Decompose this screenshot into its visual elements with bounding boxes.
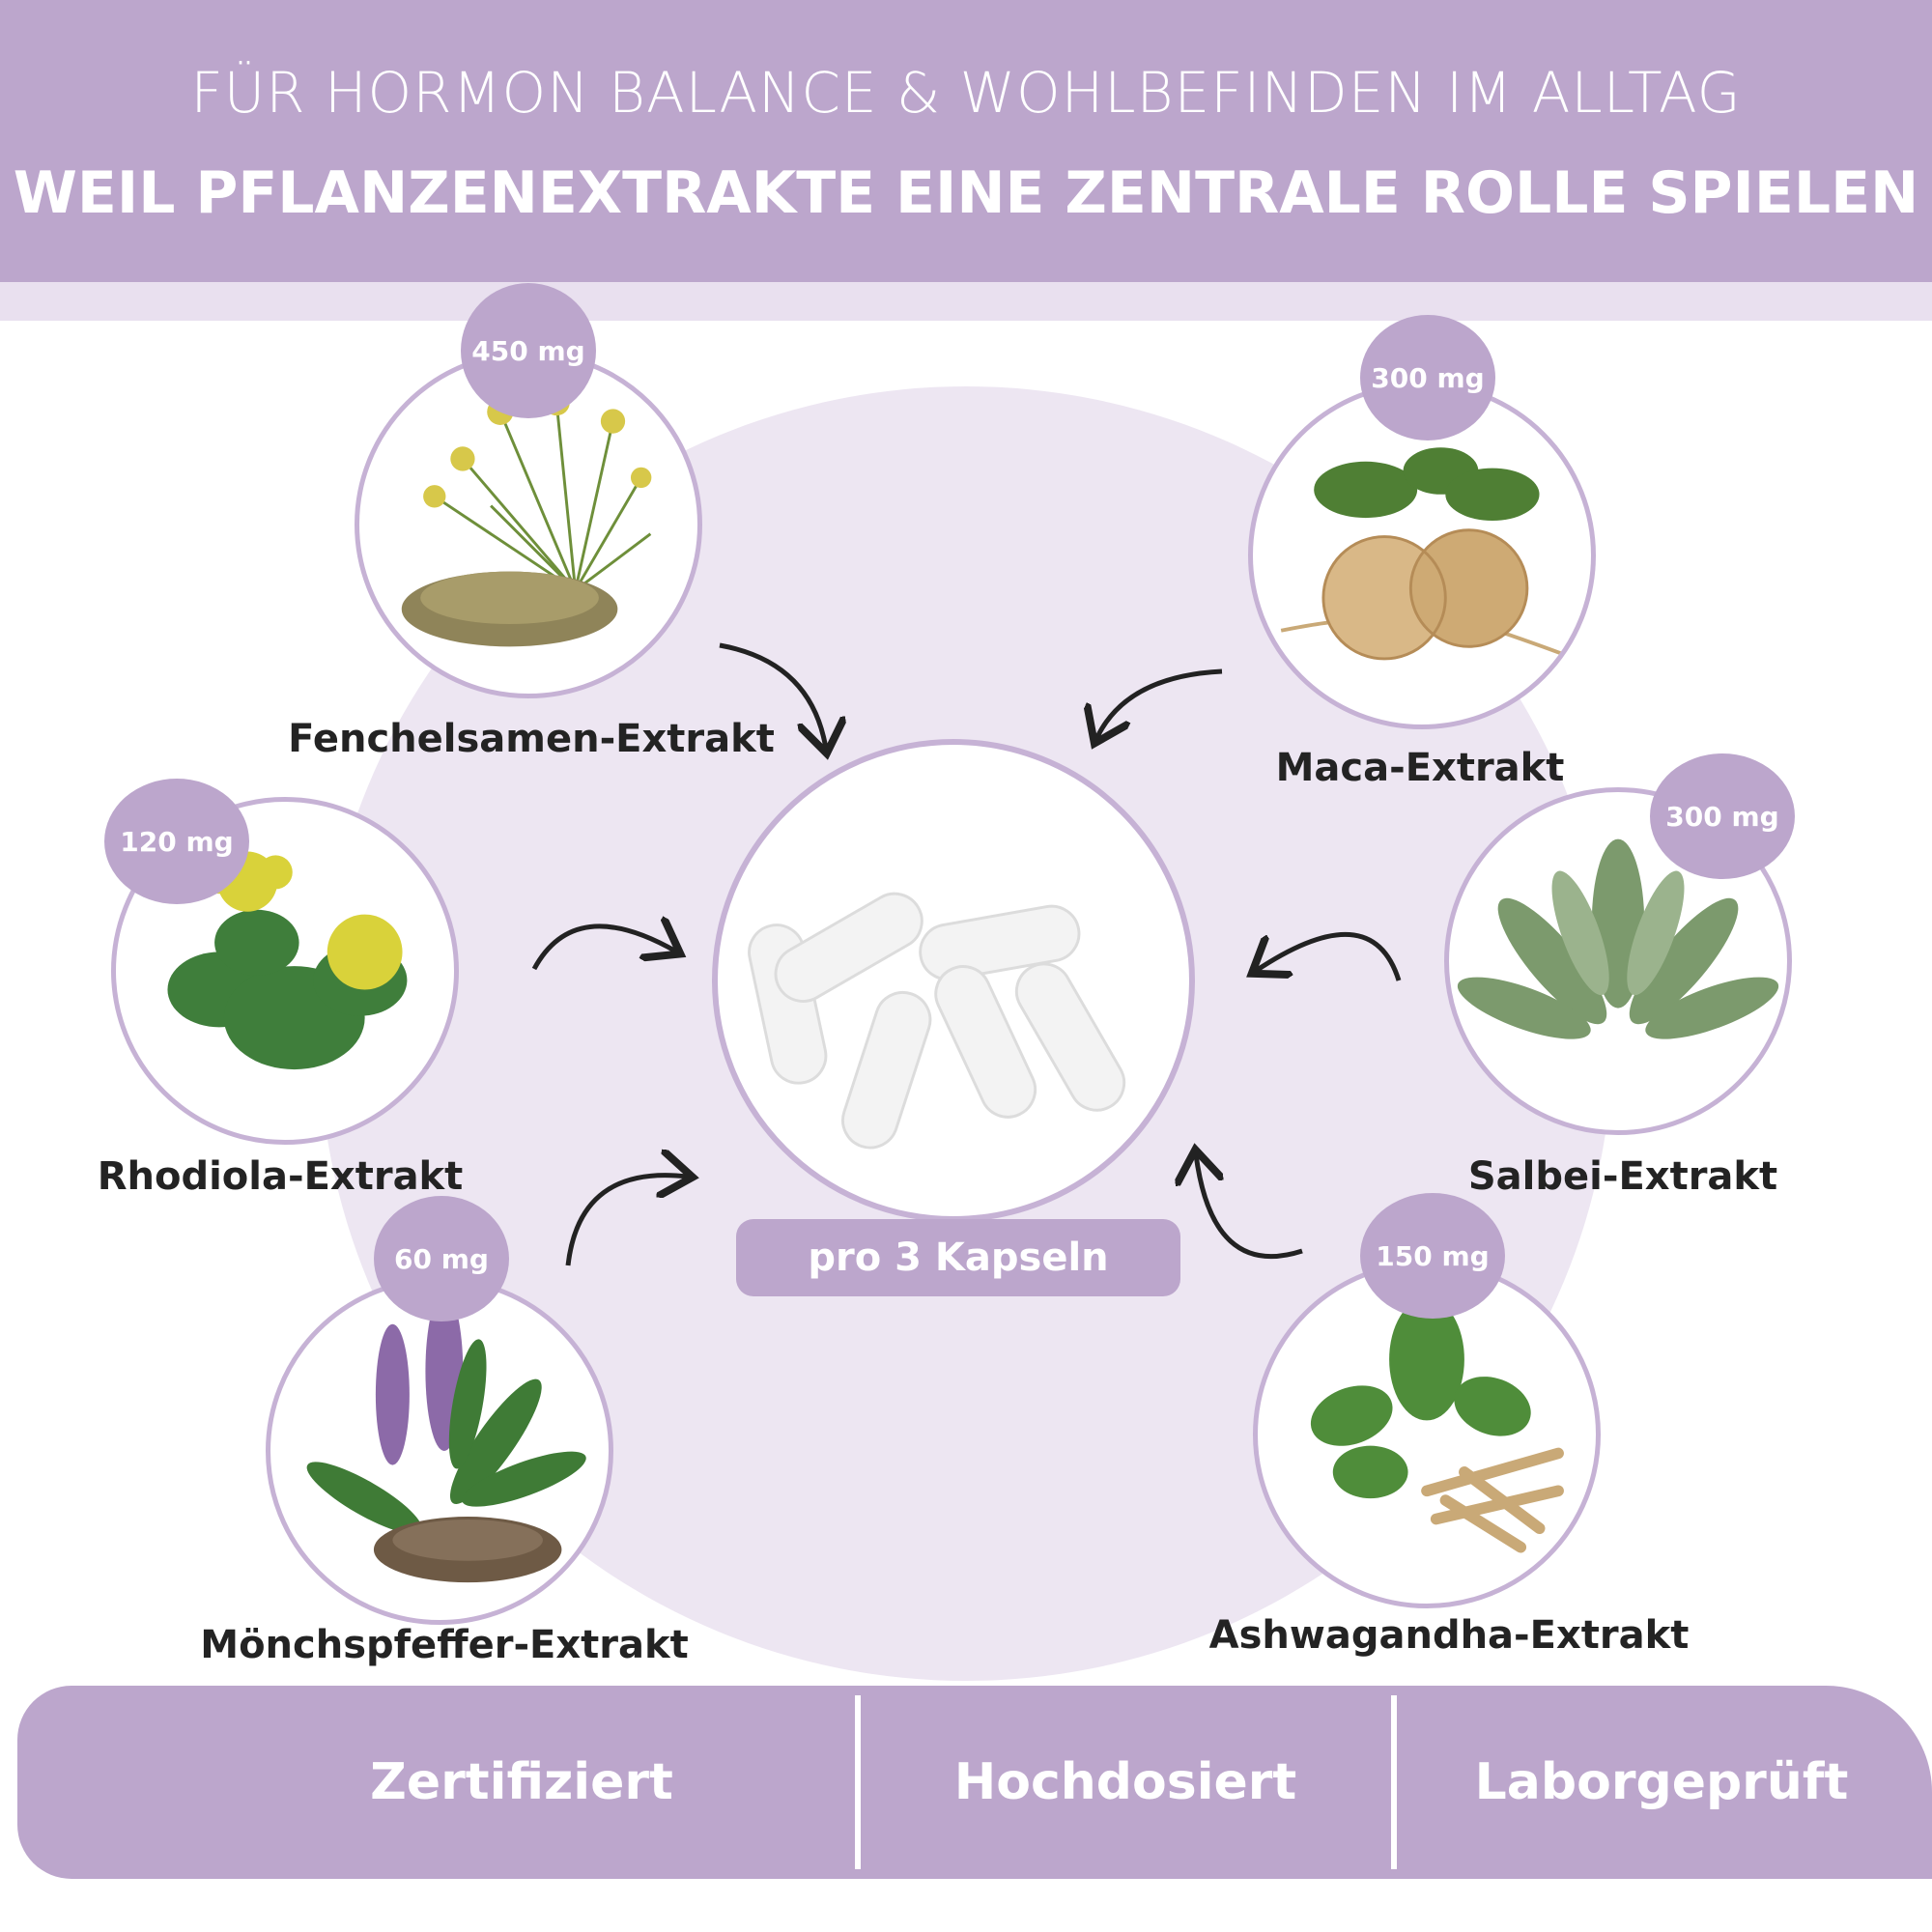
capsules-icon bbox=[712, 739, 1195, 1222]
label-maca: Maca-Extrakt bbox=[1275, 746, 1565, 790]
footer-divider-2 bbox=[1391, 1695, 1397, 1869]
dose-badge-sage: 300 mg bbox=[1650, 753, 1795, 879]
dose-badge-ashwagandha: 150 mg bbox=[1360, 1193, 1505, 1319]
label-rhodiola: Rhodiola-Extrakt bbox=[97, 1154, 464, 1199]
label-chasteberry: Mönchspfeffer-Extrakt bbox=[200, 1623, 689, 1667]
dose-note-pill: pro 3 Kapseln bbox=[736, 1219, 1180, 1296]
label-sage: Salbei-Extrakt bbox=[1467, 1154, 1778, 1199]
label-ashwagandha: Ashwagandha-Extrakt bbox=[1208, 1613, 1690, 1658]
header-banner bbox=[0, 0, 1932, 282]
dose-badge-maca: 300 mg bbox=[1360, 315, 1495, 440]
footer-bar bbox=[17, 1686, 1932, 1879]
footer-item-high-dose: Hochdosiert bbox=[953, 1753, 1297, 1811]
ashwagandha-icon bbox=[1253, 1261, 1601, 1608]
dose-badge-fennel: 450 mg bbox=[461, 283, 596, 418]
chasteberry-icon bbox=[266, 1277, 613, 1625]
dose-badge-chasteberry: 60 mg bbox=[374, 1196, 509, 1321]
footer-item-lab-tested: Laborgeprüft bbox=[1474, 1753, 1849, 1811]
header-strip bbox=[0, 282, 1932, 321]
dose-badge-rhodiola: 120 mg bbox=[104, 779, 249, 904]
headline-secondary: WEIL PFLANZENEXTRAKTE EINE ZENTRALE ROLL… bbox=[13, 159, 1919, 227]
label-fennel: Fenchelsamen-Extrakt bbox=[288, 717, 775, 761]
headline-primary: FÜR HORMON BALANCE & WOHLBEFINDEN IM ALL… bbox=[190, 60, 1742, 126]
footer-item-certified: Zertifiziert bbox=[370, 1753, 673, 1811]
footer-divider-1 bbox=[855, 1695, 861, 1869]
